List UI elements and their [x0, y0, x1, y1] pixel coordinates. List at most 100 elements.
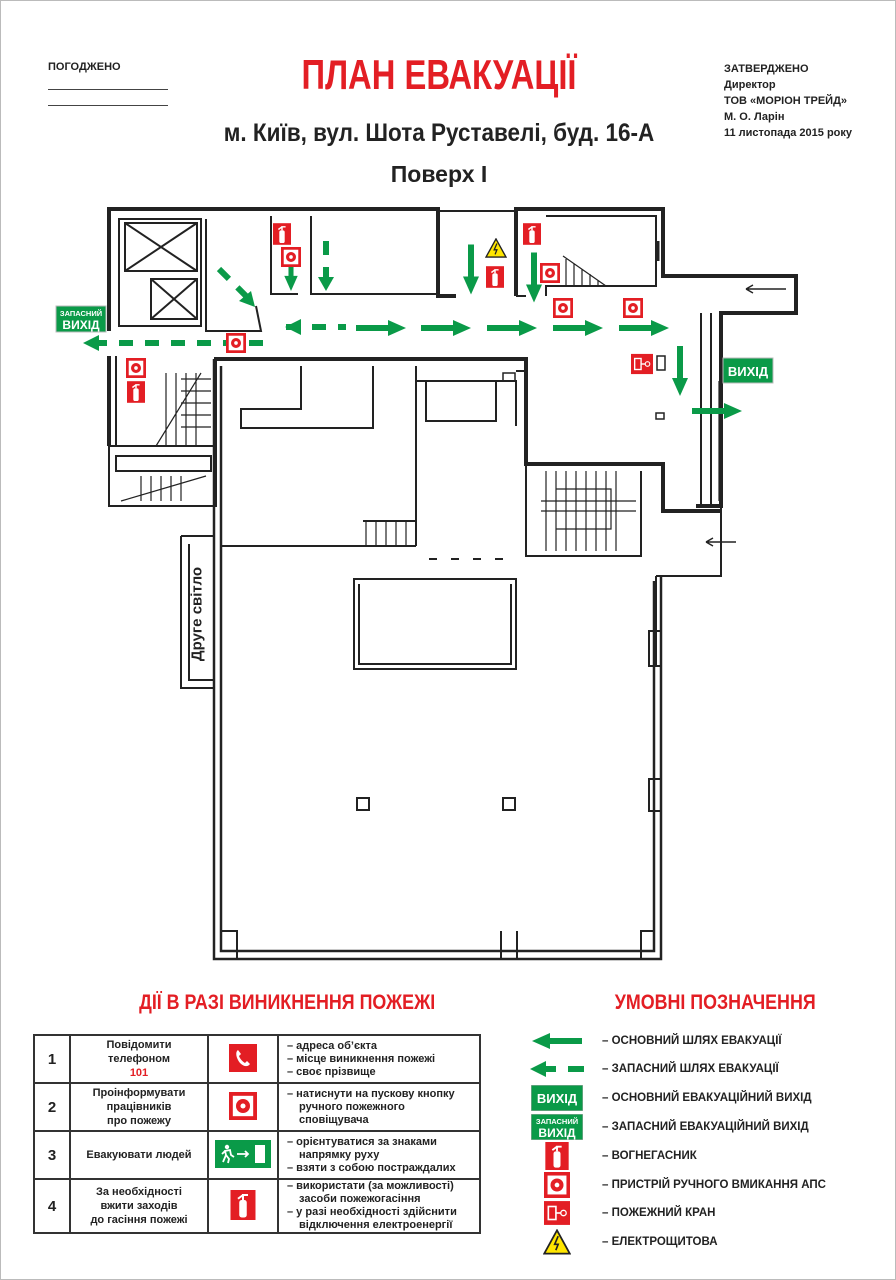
stair-top-right — [562, 255, 607, 287]
action-icon-cell — [207, 1178, 279, 1234]
legend-title: УМОВНІ ПОЗНАЧЕННЯ — [614, 991, 816, 1014]
legend-label: – ПРИСТРІЙ РУЧНОГО ВМИКАННЯ АПС — [602, 1179, 826, 1191]
action-line: телефоном — [107, 1053, 171, 1065]
fire-extinguisher-icon — [273, 223, 291, 245]
detail-line: – місце виникнення пожежі — [287, 1052, 436, 1065]
action-details: – адреса об’єкта– місце виникнення пожеж… — [277, 1034, 481, 1084]
detail-line: – натиснути на пускову кнопку — [287, 1087, 455, 1100]
action-line: За необхідності — [95, 1186, 182, 1198]
approval-block: ЗАТВЕРДЖЕНО Директор ТОВ «МОРІОН ТРЕЙД» … — [724, 61, 852, 141]
electrical-panel-icon — [485, 238, 507, 258]
legend-item: – ПОЖЕЖНИЙ КРАН — [526, 1200, 886, 1226]
main-route-arrow — [421, 320, 471, 336]
fire-extinguisher-icon — [523, 223, 541, 245]
legend-label: – ОСНОВНИЙ ЕВАКУАЦІЙНИЙ ВИХІД — [602, 1092, 812, 1104]
spare-route-arrowhead — [83, 335, 99, 351]
action-icon-cell — [207, 1082, 279, 1132]
fire-extinguisher-icon — [544, 1142, 570, 1170]
legend-item: – ЕЛЕКТРОЩИТОВА — [526, 1229, 886, 1255]
detail-line: – використати (за можливості) — [287, 1180, 454, 1192]
floor-plan: ЗАПАСНИЙ ВИХІД ВИХІД — [55, 207, 798, 961]
phone-number: 101 — [129, 1067, 149, 1079]
elevator — [150, 278, 198, 320]
main-route-arrow — [692, 403, 742, 419]
spare-exit-sign: ЗАПАСНИЙ ВИХІД — [55, 305, 107, 333]
electrical-panel-icon — [543, 1229, 571, 1255]
detail-line: ручного пожежного — [299, 1100, 405, 1113]
agreed-label: ПОГОДЖЕНО — [48, 61, 121, 73]
action-icon-cell — [207, 1034, 279, 1084]
second-light-label: Друге світло — [182, 541, 212, 686]
stair-left — [155, 372, 211, 447]
call-point-icon — [623, 298, 643, 318]
detail-line: сповіщувача — [299, 1113, 369, 1126]
legend-label: – ЗАПАСНИЙ ЕВАКУАЦІЙНИЙ ВИХІД — [602, 1121, 809, 1133]
detail-line: – своє прізвище — [287, 1065, 376, 1078]
legend-label: – ПОЖЕЖНИЙ КРАН — [602, 1207, 716, 1219]
legend-item: ВИХІД – ОСНОВНИЙ ЕВАКУАЦІЙНИЙ ВИХІД — [526, 1085, 886, 1111]
exit-sign-icon: ВИХІД — [531, 1085, 583, 1111]
fire-extinguisher-icon — [127, 381, 145, 403]
signature-line — [48, 89, 168, 90]
main-route-arrow — [526, 252, 542, 303]
spare-route-arrowhead — [239, 291, 255, 307]
action-line: вжити заходів — [100, 1200, 178, 1212]
page-title: ПЛАН ЕВАКУАЦІЇ — [301, 51, 577, 98]
row-number: 4 — [33, 1178, 71, 1234]
spare-route-arrowhead — [318, 277, 334, 291]
spare-route-arrow — [96, 241, 346, 346]
address: м. Київ, вул. Шота Руставелі, буд. 16-А — [223, 119, 655, 147]
action-text: Повідомити телефоном 101 — [69, 1034, 209, 1084]
main-route-arrow — [356, 320, 406, 336]
call-point-icon — [126, 358, 146, 378]
evacuation-routes — [83, 241, 742, 419]
detail-line: напрямку руху — [299, 1148, 380, 1161]
action-details: – використати (за можливості)засоби поже… — [277, 1178, 481, 1234]
detail-line: засоби пожежогасіння — [299, 1193, 421, 1205]
elevator — [124, 222, 198, 272]
action-text: Евакуювати людей — [69, 1130, 209, 1180]
approval-name: М. О. Ларін — [724, 111, 785, 123]
fire-extinguisher-icon — [230, 1189, 256, 1220]
exit-sign-label: ВИХІД — [728, 364, 769, 379]
elevators — [124, 222, 198, 320]
stair-center — [365, 381, 720, 546]
detail-line: – у разі необхідності здійснити — [287, 1206, 457, 1218]
approval-label: ЗАТВЕРДЖЕНО — [724, 63, 809, 75]
fire-hydrant-icon — [544, 1200, 570, 1226]
action-icon-cell — [207, 1130, 279, 1180]
legend-item: – ЗАПАСНИЙ ШЛЯХ ЕВАКУАЦІЇ — [526, 1056, 886, 1082]
action-line: Повідомити — [106, 1039, 172, 1051]
call-point-icon — [226, 333, 246, 353]
action-line: Проінформувати — [92, 1087, 186, 1099]
call-point-icon — [540, 263, 560, 283]
legend-item: – ВОГНЕГАСНИК — [526, 1142, 886, 1170]
exit-sign: ВИХІД — [722, 357, 774, 384]
row-number: 2 — [33, 1082, 71, 1132]
detail-line: відключення електроенергії — [299, 1219, 453, 1231]
detail-line: – взяти з собою постраждалих — [287, 1161, 456, 1174]
spare-route-arrowhead — [285, 319, 301, 335]
legend-label: – ЕЛЕКТРОЩИТОВА — [602, 1236, 718, 1248]
floor-label: Поверх I — [390, 161, 488, 187]
detail-line: – орієнтуватися за знаками — [287, 1135, 437, 1148]
actions-title: ДІЇ В РАЗІ ВИНИКНЕННЯ ПОЖЕЖІ — [139, 991, 436, 1014]
stairs — [120, 255, 786, 551]
main-route-arrow-icon — [532, 1033, 582, 1049]
action-line: Евакуювати людей — [86, 1149, 192, 1161]
legend-label: – ОСНОВНИЙ ШЛЯХ ЕВАКУАЦІЇ — [602, 1035, 782, 1047]
main-route-arrow — [619, 320, 669, 336]
table-row: 3 Евакуювати людей – орієнтуватися за зн… — [33, 1130, 481, 1180]
signature-line — [48, 105, 168, 106]
main-route-arrow — [672, 346, 688, 396]
detail-line: – адреса об’єкта — [287, 1039, 378, 1052]
spare-route-arrow-icon — [530, 1061, 584, 1077]
